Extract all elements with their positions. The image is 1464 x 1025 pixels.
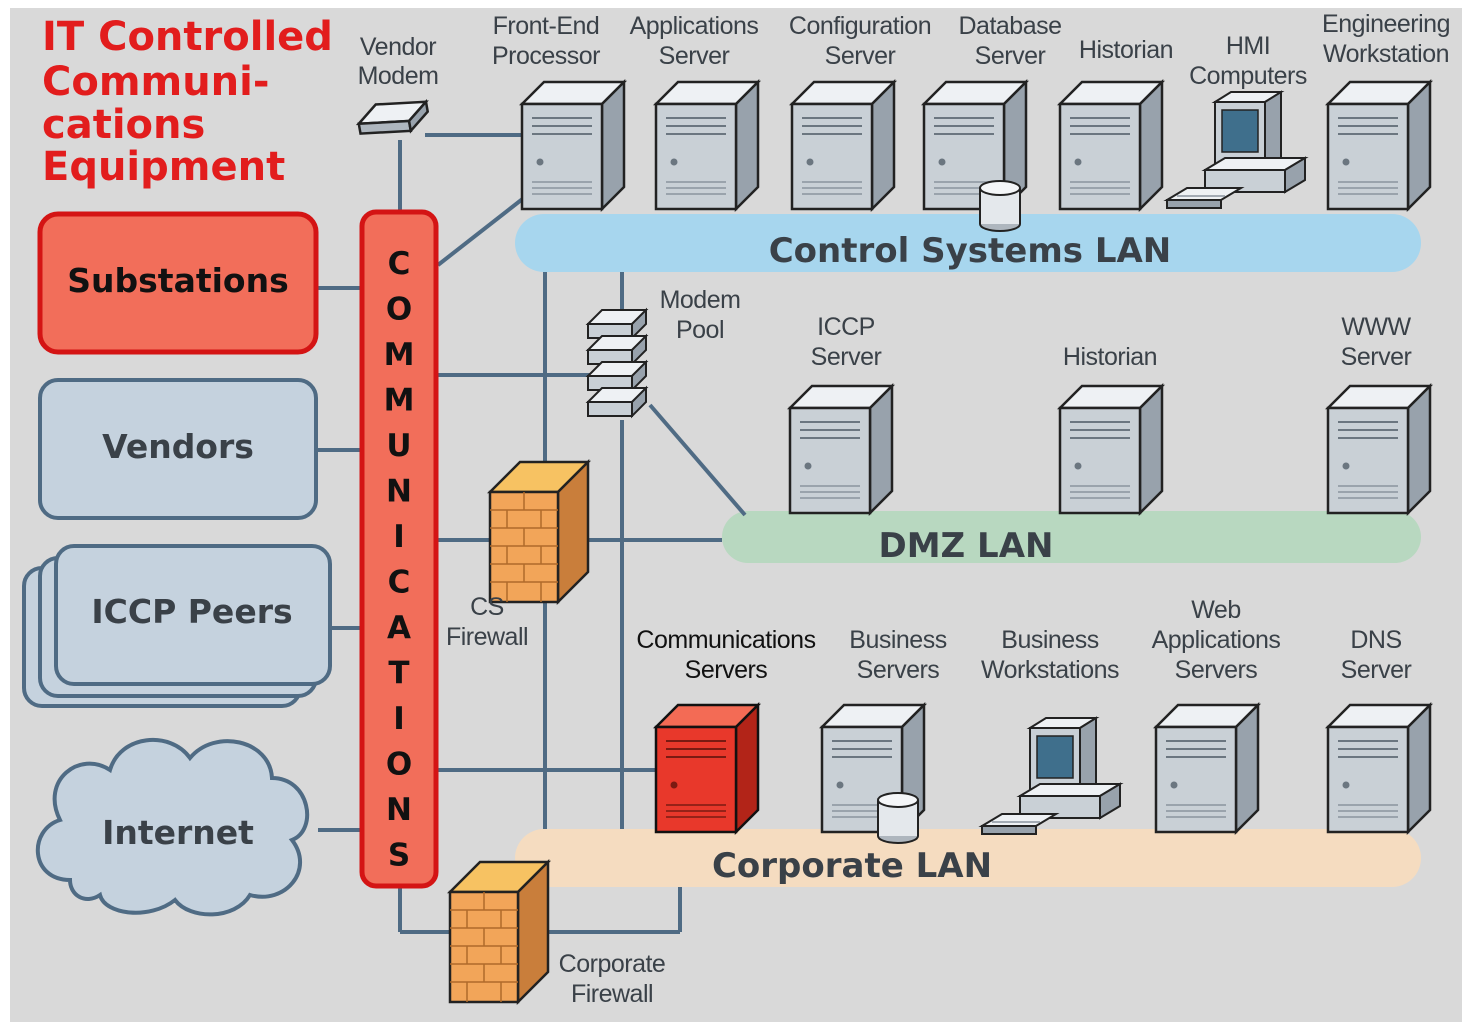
iccp-server-label-2: Server (811, 343, 882, 371)
communications-letter: S (388, 838, 410, 874)
communications-letter: O (386, 747, 412, 783)
vendor-modem-label-2: Modem (358, 62, 439, 90)
modem-pool-label-1: Modem (660, 286, 741, 314)
vendors-box: Vendors (38, 378, 318, 520)
database-server-label-2: Server (975, 42, 1046, 70)
cs-firewall-label-1: CS (470, 593, 504, 621)
www-server-label-2: Server (1341, 343, 1412, 371)
control-systems-devices: Front-End Processor Applications Server … (492, 10, 1450, 232)
www-server-label-1: WWW (1341, 313, 1411, 341)
database-icon (979, 180, 1021, 232)
hmi-label-2: Computers (1189, 62, 1307, 90)
corporate-lan-label: Corporate LAN (712, 846, 992, 886)
communications-letter: N (386, 792, 412, 828)
modem-pool-label-2: Pool (676, 316, 724, 344)
engineering-workstation (1326, 80, 1432, 211)
iccp-server (788, 384, 894, 515)
diagram-title: IT Controlled Communi- cations Equipment (42, 14, 333, 190)
iccp-peers-label: ICCP Peers (91, 592, 292, 631)
communications-letter: T (388, 656, 409, 692)
corporate-firewall-label-2: Firewall (571, 980, 653, 1008)
substations-box: Substations (37, 211, 319, 355)
dns-server (1326, 703, 1432, 834)
hmi-label-1: HMI (1226, 32, 1270, 60)
communications-letter: M (384, 337, 415, 373)
control-systems-lan-label: Control Systems LAN (769, 231, 1172, 271)
applications-server (654, 80, 760, 211)
applications-server-label-2: Server (659, 42, 730, 70)
modem-pool: Modem Pool (587, 286, 741, 417)
control-systems-lan-bar (515, 214, 1421, 272)
title-line-1: IT Controlled (42, 14, 333, 60)
engineering-label-1: Engineering (1322, 10, 1450, 38)
corporate-devices: Communications Servers Business Servers … (636, 596, 1432, 844)
business-servers-label-2: Servers (857, 656, 940, 684)
communications-letter: C (388, 565, 411, 601)
communications-servers-label-2: Servers (685, 656, 768, 684)
vendor-modem-label-1: Vendor (360, 33, 436, 61)
front-end-label-2: Processor (492, 42, 600, 70)
communications-servers (654, 703, 760, 834)
internet-label: Internet (102, 813, 254, 852)
corporate-firewall-label-1: Corporate (559, 950, 666, 978)
dmz-lan-bar (722, 511, 1421, 563)
vendor-modem: Vendor Modem (355, 33, 439, 135)
cs-firewall: CS Firewall (446, 460, 590, 651)
iccp-peers-box: ICCP Peers (22, 544, 332, 708)
communications-letter: N (386, 474, 412, 510)
title-line-4: Equipment (42, 144, 285, 190)
communications-letter: O (386, 292, 412, 328)
communications-letter: I (393, 701, 405, 737)
dmz-lan-label: DMZ LAN (879, 526, 1054, 566)
cs-firewall-label-2: Firewall (446, 623, 528, 651)
dns-server-label-2: Server (1341, 656, 1412, 684)
communications-letter: I (393, 519, 405, 555)
communications-letter: C (388, 246, 411, 282)
database-server-label-1: Database (958, 12, 1061, 40)
web-applications-servers (1154, 703, 1260, 834)
dmz-devices: ICCP Server Historian WWW Server (788, 313, 1432, 515)
business-servers-label-1: Business (849, 626, 946, 654)
communications-letter: A (387, 610, 411, 646)
communications-servers-label-1: Communications (636, 626, 815, 654)
connection-lines (318, 133, 747, 934)
web-apps-label-3: Servers (1175, 656, 1258, 684)
configuration-server (790, 80, 896, 211)
web-apps-label-2: Applications (1152, 626, 1281, 654)
www-server (1326, 384, 1432, 515)
substations-label: Substations (67, 261, 288, 300)
historian-label: Historian (1079, 36, 1173, 64)
business-database-icon (877, 792, 919, 844)
business-workstations-label-1: Business (1001, 626, 1098, 654)
dmz-historian-server (1058, 384, 1164, 515)
historian-server (1058, 80, 1164, 211)
front-end-processor-server (520, 80, 626, 211)
title-line-2: Communi- (42, 59, 269, 105)
web-apps-label-1: Web (1191, 596, 1240, 624)
front-end-label-1: Front-End (493, 12, 600, 40)
dmz-historian-label: Historian (1063, 343, 1157, 371)
corporate-lan-bar (515, 829, 1421, 887)
configuration-server-label-2: Server (825, 42, 896, 70)
vendors-label: Vendors (102, 427, 254, 466)
engineering-label-2: Workstation (1323, 40, 1449, 68)
communications-letter: U (386, 428, 411, 464)
internet-cloud: Internet (35, 737, 310, 917)
configuration-server-label-1: Configuration (789, 12, 931, 40)
corporate-firewall: Corporate Firewall (448, 860, 666, 1008)
business-workstations-label-2: Workstations (981, 656, 1119, 684)
dns-server-label-1: DNS (1350, 626, 1401, 654)
communications-letter: M (384, 383, 415, 419)
title-line-3: cations (42, 102, 205, 148)
iccp-server-label-1: ICCP (817, 313, 875, 341)
applications-server-label-1: Applications (630, 12, 759, 40)
